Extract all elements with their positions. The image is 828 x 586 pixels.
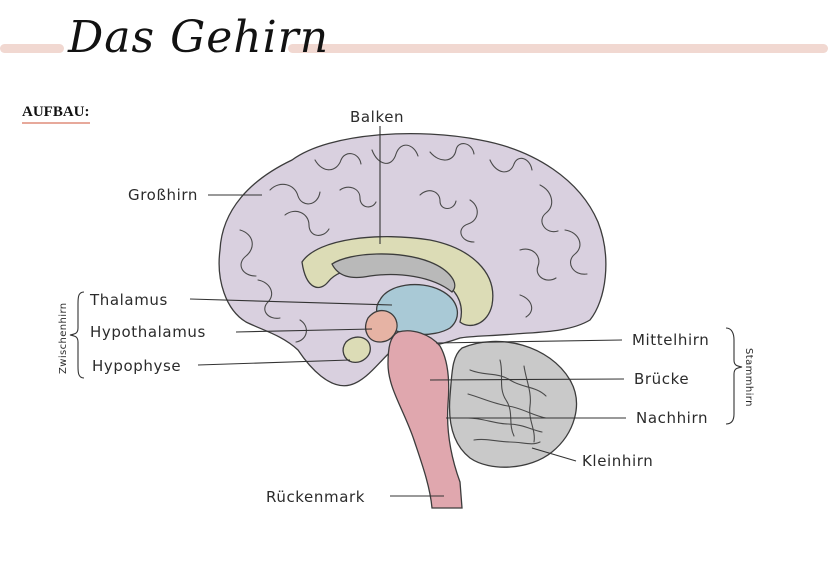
- cerebrum-gyri: [239, 143, 588, 343]
- pituitary-shape: [342, 336, 371, 363]
- label-rueckenmark: Rückenmark: [266, 488, 365, 506]
- section-label: AUFBAU:: [22, 104, 90, 124]
- label-zwischenhirn: Zwischenhirn: [58, 302, 69, 374]
- leader-hypothalamus: [235, 328, 373, 333]
- label-thalamus: Thalamus: [89, 291, 168, 309]
- label-mittelhirn: Mittelhirn: [632, 331, 709, 349]
- cerebellum-folia: [467, 359, 547, 445]
- stammhirn-brace: [725, 327, 743, 425]
- leader-thalamus: [189, 298, 393, 306]
- label-hypothalamus: Hypothalamus: [90, 323, 206, 341]
- zwischenhirn-brace: [69, 291, 85, 379]
- label-hypophyse: Hypophyse: [92, 357, 181, 375]
- label-grosshirn: Großhirn: [128, 186, 198, 204]
- page-title: Das Gehirn: [68, 12, 330, 63]
- leader-mittelhirn: [435, 339, 623, 344]
- leader-kleinhirn: [531, 447, 577, 462]
- header-rule-right: [288, 44, 828, 53]
- brainstem-shape: [387, 330, 463, 509]
- leader-bruecke: [429, 378, 625, 381]
- lateral-ventricle-shape: [331, 253, 456, 293]
- label-nachhirn: Nachhirn: [636, 409, 708, 427]
- cerebellum-shape: [448, 340, 578, 468]
- leader-hypophyse: [197, 359, 351, 366]
- label-bruecke: Brücke: [634, 370, 689, 388]
- header-rule-left: [0, 44, 64, 53]
- label-stammhirn: Stammhirn: [743, 348, 754, 407]
- label-kleinhirn: Kleinhirn: [582, 452, 653, 470]
- label-balken: Balken: [350, 108, 404, 126]
